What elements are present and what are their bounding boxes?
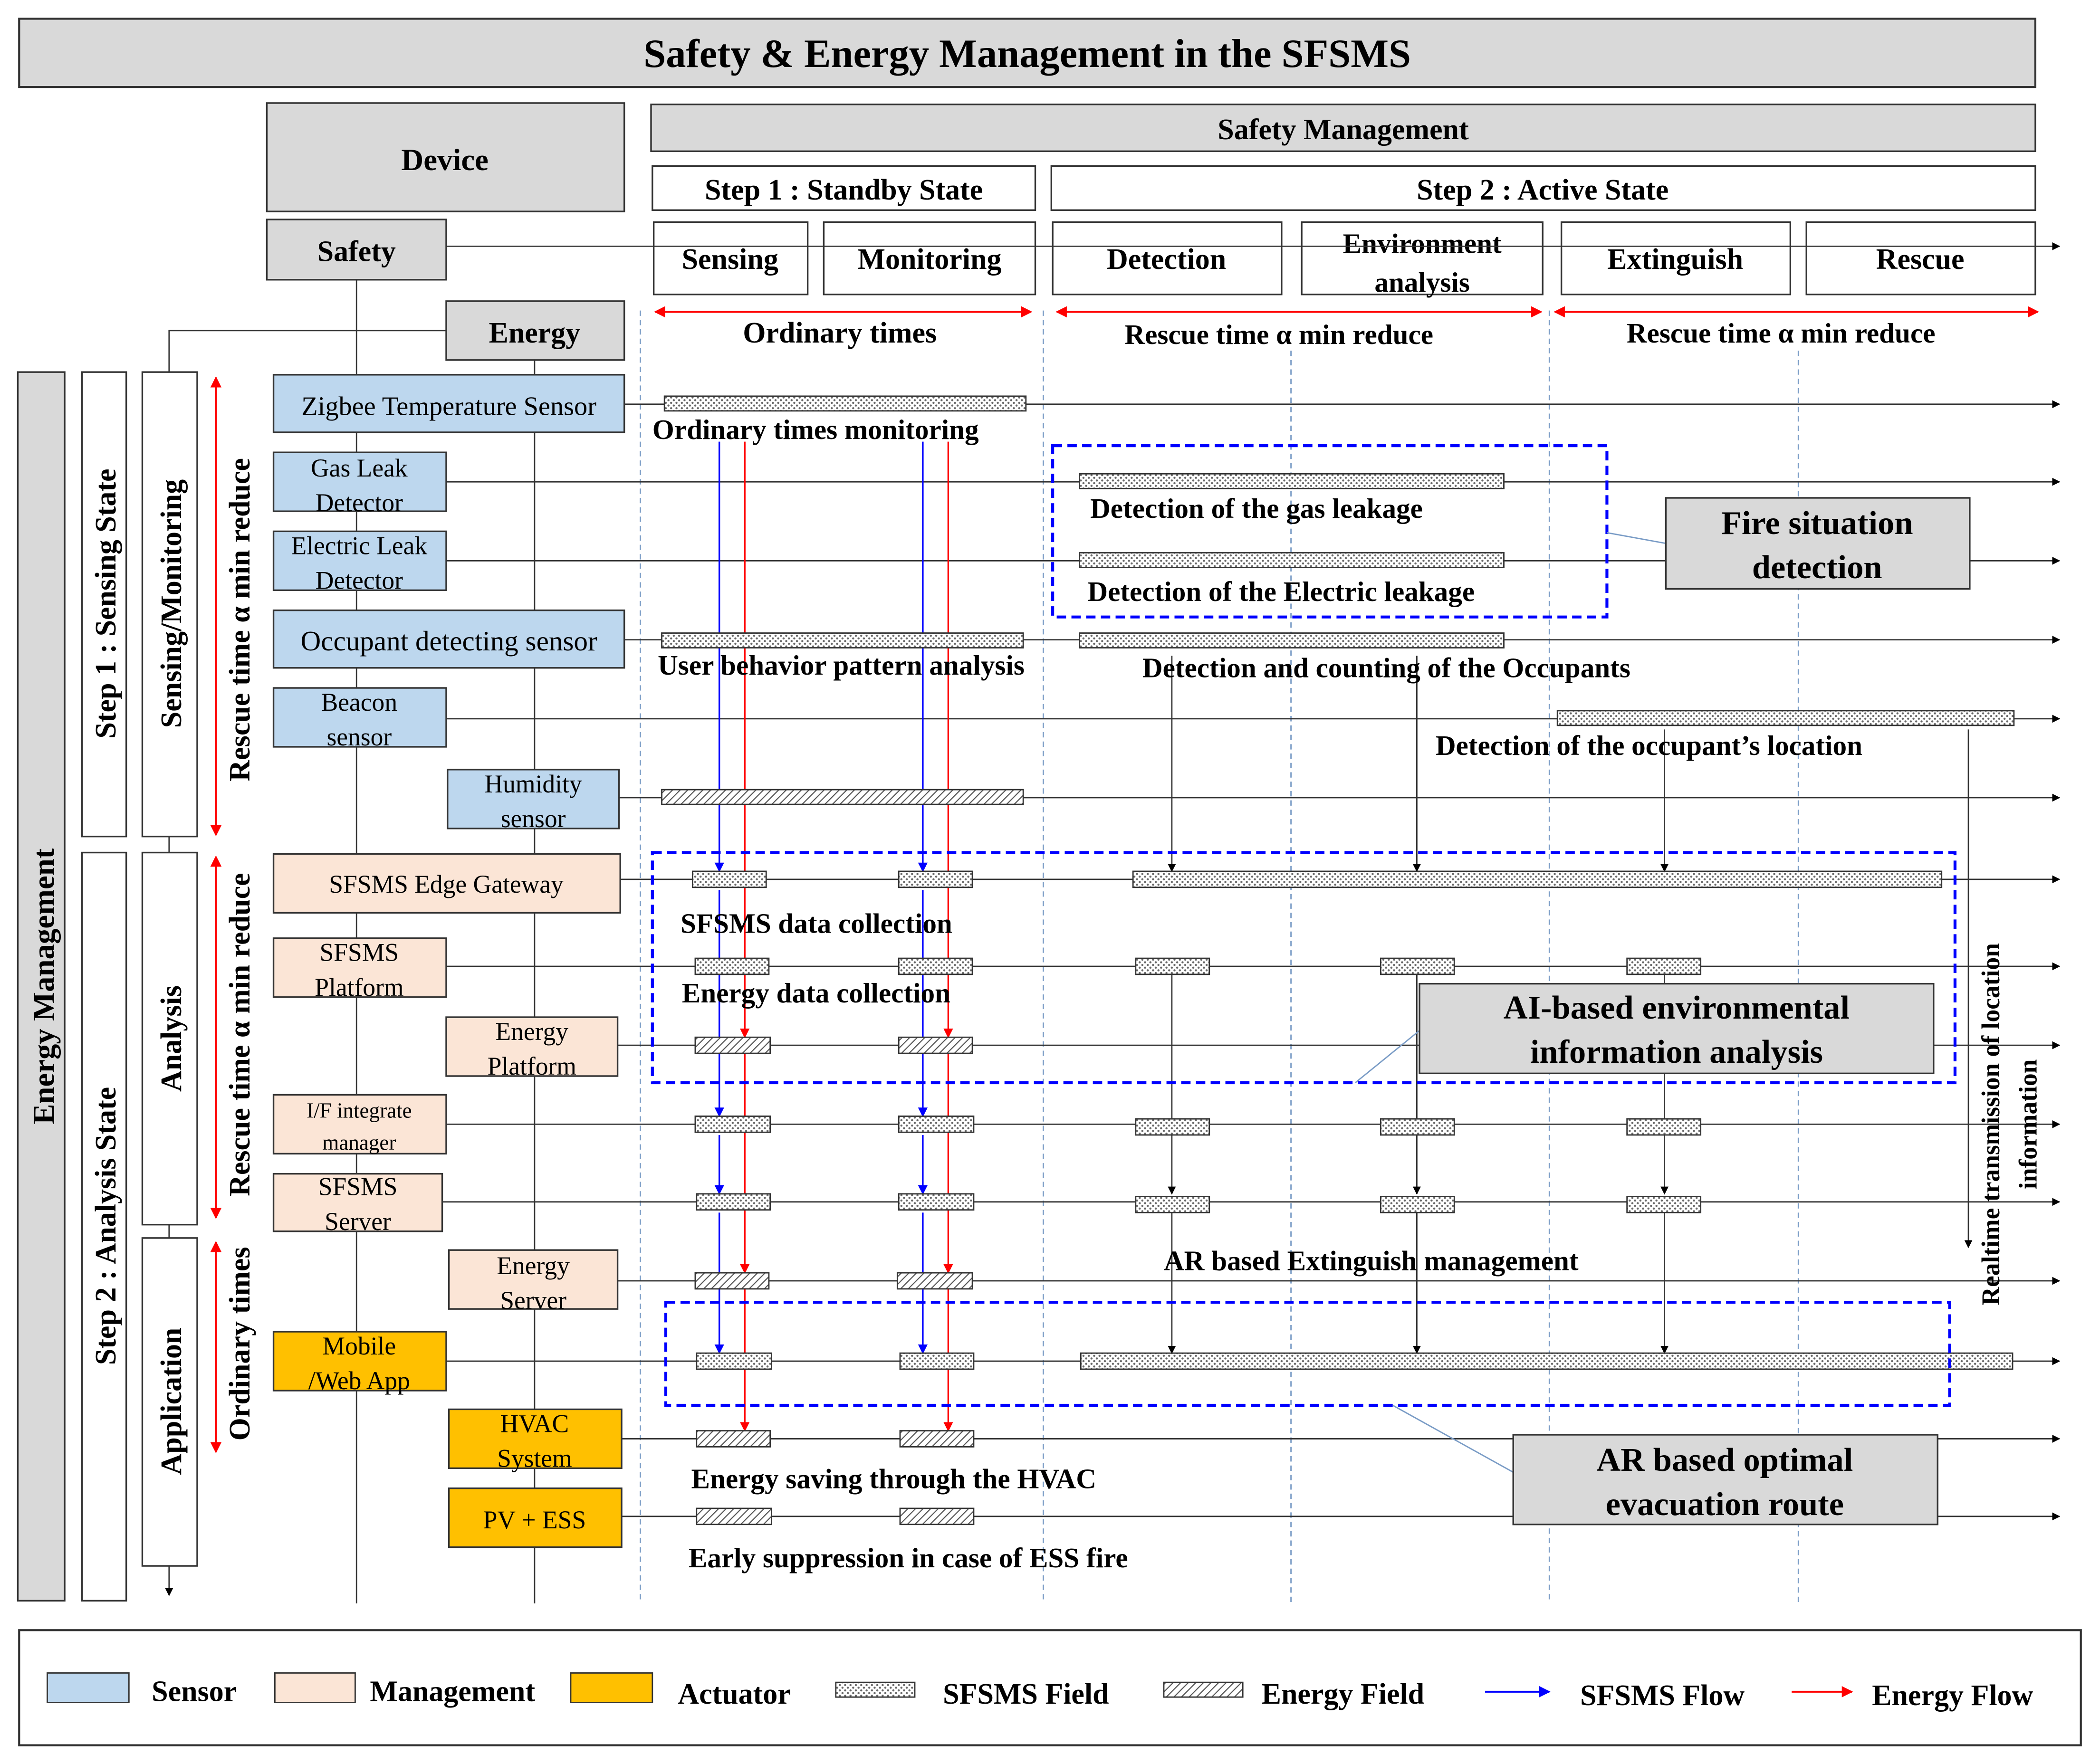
phase-monitoring: Monitoring	[857, 243, 1001, 276]
legend-sensor: Sensor	[152, 1676, 237, 1708]
ann-ar-extinguish: AR based Extinguish management	[1164, 1245, 1579, 1276]
ann-user-behavior: User behavior pattern analysis	[658, 649, 1025, 681]
legend: Sensor Management Actuator SFSMS Field E…	[47, 1672, 2033, 1712]
safety-management-box	[650, 104, 2036, 153]
energy-flows	[740, 441, 953, 1432]
phase-sensing: Sensing	[682, 243, 778, 276]
device-zigbee: Zigbee Temperature Sensor	[301, 391, 596, 421]
step2-analysis-label: Step 2 : Analysis State	[90, 1087, 122, 1365]
callout-leaders	[1354, 532, 1666, 1473]
rescue-time-label-2: Rescue time α min reduce	[224, 873, 256, 1196]
sfsms-flows	[714, 441, 928, 1354]
analysis-label: Analysis	[155, 985, 188, 1092]
ann-electric-leakage: Detection of the Electric leakage	[1087, 576, 1475, 607]
rescue-time-label-1: Rescue time α min reduce	[224, 458, 256, 782]
ann-ess-suppression: Early suppression in case of ESS fire	[689, 1542, 1128, 1573]
legend-energy-flow: Energy Flow	[1872, 1679, 2033, 1712]
step2-analysis-box	[81, 851, 127, 1602]
device-edge-gateway: SFSMS Edge Gateway	[329, 870, 564, 898]
annotations: Ordinary times monitoring Detection of t…	[652, 414, 1862, 1573]
ann-hvac-saving: Energy saving through the HVAC	[691, 1463, 1096, 1495]
step1-header: Step 1 : Standby State	[705, 174, 983, 206]
timespan-rescue-2: Rescue time α min reduce	[1627, 317, 1936, 349]
energy-management-label: Energy Management	[27, 848, 61, 1125]
legend-sfsms-flow: SFSMS Flow	[1580, 1679, 1745, 1712]
device-pv-ess: PV + ESS	[483, 1506, 586, 1534]
sensing-monitoring-box	[141, 371, 198, 838]
device-header: Device	[401, 143, 488, 177]
energy-field-bars	[661, 789, 1024, 1526]
step1-sensing-label: Step 1 : Sensing State	[90, 468, 122, 738]
safety-management-header: Safety Management	[1218, 114, 1469, 146]
ann-data-collection: SFSMS data collection	[681, 908, 952, 939]
ar-route-box	[1512, 1434, 1938, 1526]
timespan-rescue-1: Rescue time α min reduce	[1124, 319, 1433, 350]
analysis-box	[141, 851, 198, 1226]
legend-energy-field: Energy Field	[1262, 1678, 1425, 1710]
ann-ordinary-monitoring: Ordinary times monitoring	[652, 414, 979, 445]
callout-regions	[651, 444, 1956, 1407]
ai-analysis-box	[1419, 982, 1935, 1075]
ann-gas-leakage: Detection of the gas leakage	[1090, 493, 1423, 524]
sfsms-field-bars	[661, 395, 2015, 1370]
ann-energy-collection: Energy data collection	[682, 977, 950, 1009]
phase-extinguish: Extinguish	[1607, 243, 1743, 276]
step1-box	[652, 165, 1036, 211]
step2-header: Step 2 : Active State	[1417, 174, 1668, 206]
step1-sensing-box	[81, 371, 127, 838]
timespan-ordinary: Ordinary times	[743, 317, 937, 349]
safety-label: Safety	[317, 235, 396, 267]
phase-rescue: Rescue	[1876, 243, 1965, 276]
energy-management-box	[17, 371, 66, 1602]
energy-label: Energy	[489, 317, 581, 349]
legend-box	[18, 1629, 2082, 1746]
device-mobile-app: Mobile/Web App	[308, 1332, 410, 1395]
device-occupant: Occupant detecting sensor	[300, 625, 597, 657]
safety-box	[266, 219, 447, 281]
legend-sfsms-field: SFSMS Field	[943, 1678, 1109, 1710]
ann-occupant-location: Detection of the occupant’s location	[1436, 730, 1862, 761]
sensing-monitoring-label: Sensing/Monitoring	[155, 479, 188, 728]
title-box	[18, 18, 2037, 88]
legend-management: Management	[370, 1676, 535, 1708]
fire-detection-box	[1665, 497, 1971, 590]
application-box	[141, 1237, 198, 1567]
ordinary-times-label: Ordinary times	[224, 1247, 256, 1440]
step2-box	[1050, 165, 2036, 211]
phase-detection: Detection	[1107, 243, 1226, 276]
device-header-box	[266, 102, 625, 212]
legend-actuator: Actuator	[678, 1678, 790, 1710]
ann-occupant-counting: Detection and counting of the Occupants	[1142, 652, 1630, 683]
phase-row: Sensing Monitoring Detection Environment…	[652, 221, 2036, 298]
diagram-title: Safety & Energy Management in the SFSMS	[643, 32, 1411, 76]
application-label: Application	[155, 1328, 188, 1475]
